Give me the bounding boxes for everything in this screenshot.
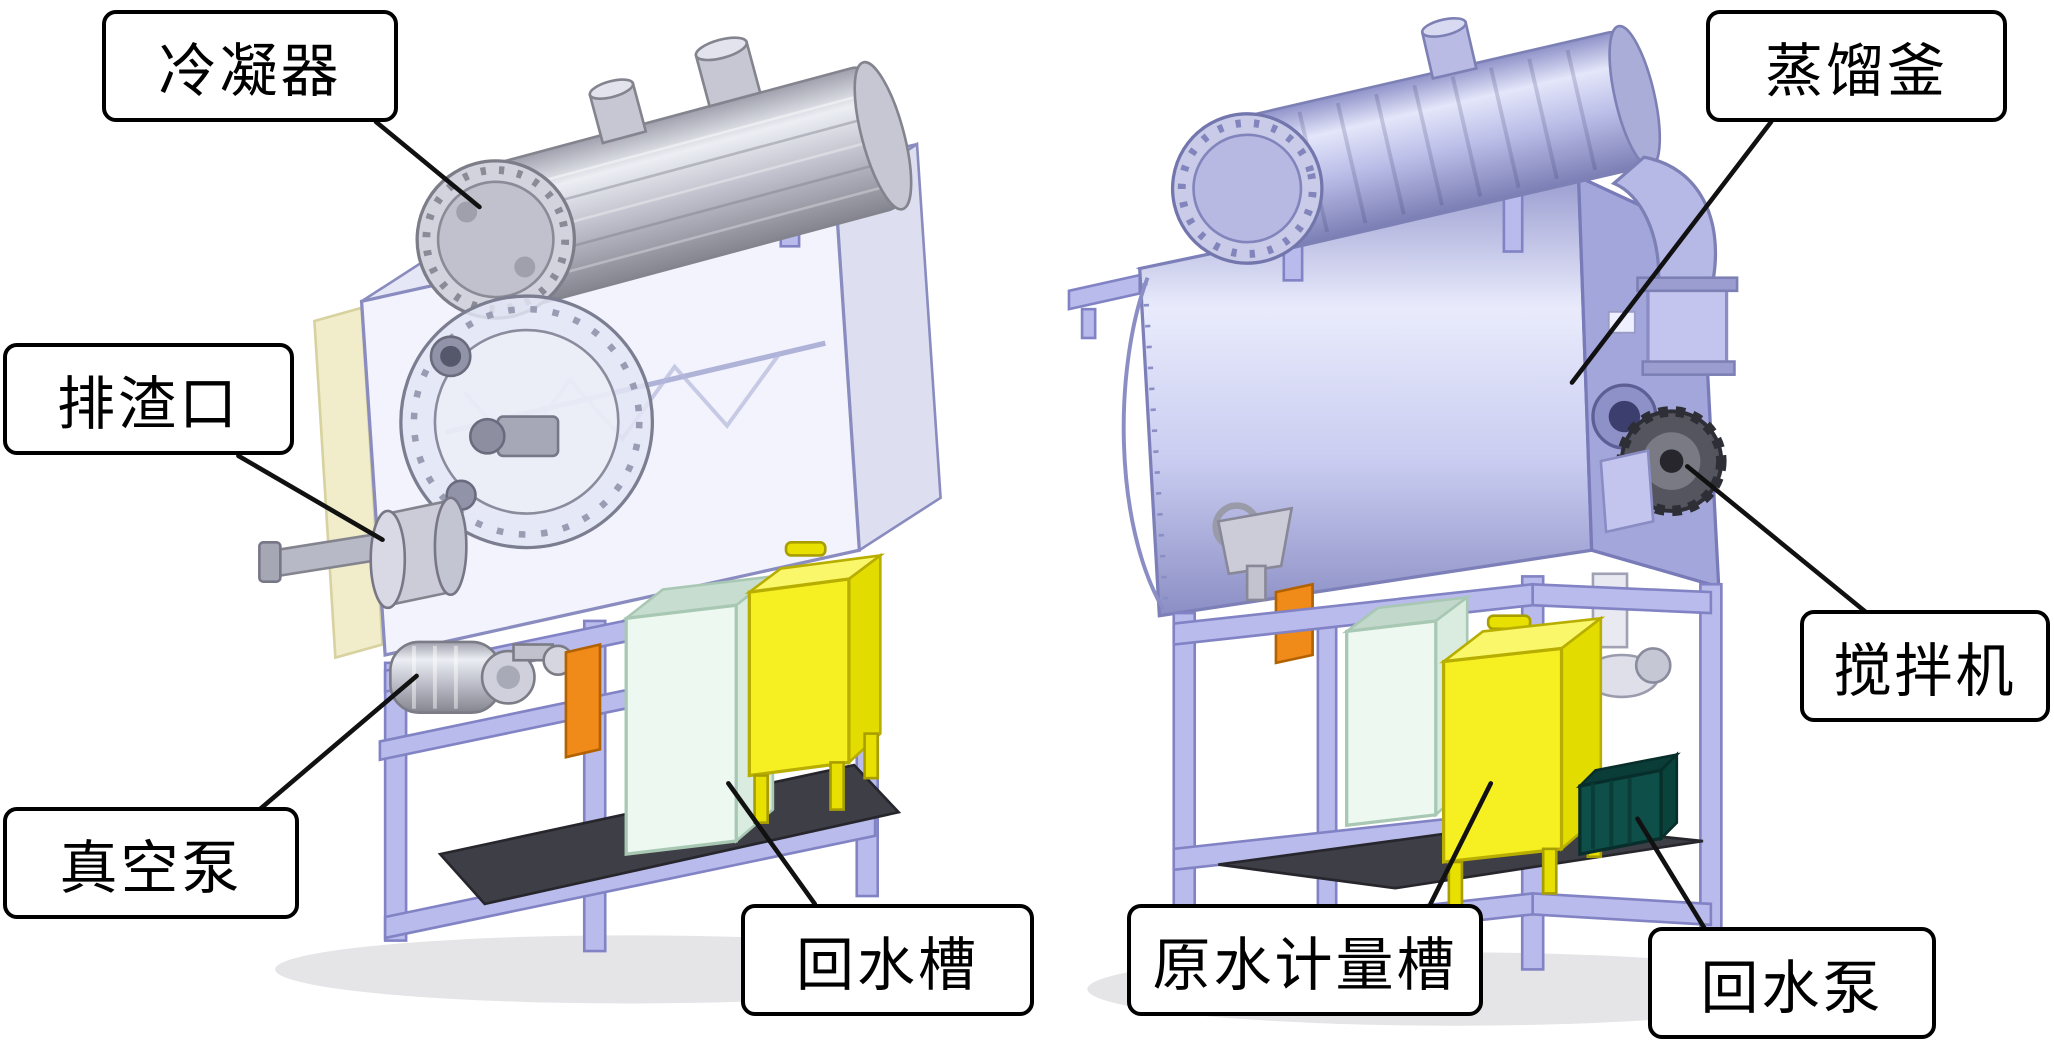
label-distillation-kettle: 蒸馏釜 (1706, 10, 2007, 122)
label-condenser-text: 冷凝器 (158, 37, 342, 105)
flange-drive-motor (496, 415, 560, 458)
label-agitator-text: 搅拌机 (1833, 637, 2017, 705)
slag-discharge-assembly (258, 496, 468, 610)
leader-slag-outlet (236, 453, 385, 543)
return-water-pump-part (1575, 751, 1681, 857)
leader-raw-water-metering-tank (1428, 781, 1494, 907)
left-machine-view (258, 36, 983, 1004)
leader-vacuum-pump (257, 673, 419, 812)
label-slag-outlet: 排渣口 (3, 343, 294, 455)
label-return-water-tank: 回水槽 (741, 904, 1034, 1016)
leader-lines (236, 119, 1868, 933)
left-condenser (415, 36, 913, 320)
condenser-rear-flange (853, 60, 913, 211)
label-vacuum-pump: 真空泵 (3, 807, 299, 919)
label-slag-outlet-text: 排渣口 (56, 370, 240, 438)
label-vacuum-pump-text: 真空泵 (59, 834, 243, 902)
left-orange-fitting (564, 642, 602, 759)
agitator-bracket (1599, 449, 1655, 534)
label-agitator: 搅拌机 (1800, 610, 2050, 722)
label-return-water-pump: 回水泵 (1648, 927, 1936, 1039)
kettle-end-curve (1121, 277, 1165, 611)
raw-water-metering-tank-part (1439, 614, 1606, 908)
label-return-water-tank-text: 回水槽 (795, 931, 979, 999)
leader-return-water-pump (1635, 816, 1708, 933)
right-condenser (1170, 16, 1662, 265)
vessel-front-flange (399, 294, 655, 550)
label-distillation-kettle-text: 蒸馏釜 (1764, 37, 1948, 105)
leader-distillation-kettle (1569, 119, 1774, 385)
leader-return-water-tank (726, 781, 818, 907)
label-condenser: 冷凝器 (102, 10, 398, 122)
right-bracket-arm (1067, 273, 1142, 311)
leader-agitator (1684, 464, 1868, 615)
leader-condenser (373, 119, 482, 210)
label-raw-water-metering-tank: 原水计量槽 (1127, 904, 1483, 1016)
vapor-duct-box (1646, 283, 1729, 372)
label-raw-water-metering-tank-text: 原水计量槽 (1152, 931, 1458, 999)
return-water-tank-part (744, 541, 886, 824)
label-return-water-pump-text: 回水泵 (1700, 954, 1884, 1022)
